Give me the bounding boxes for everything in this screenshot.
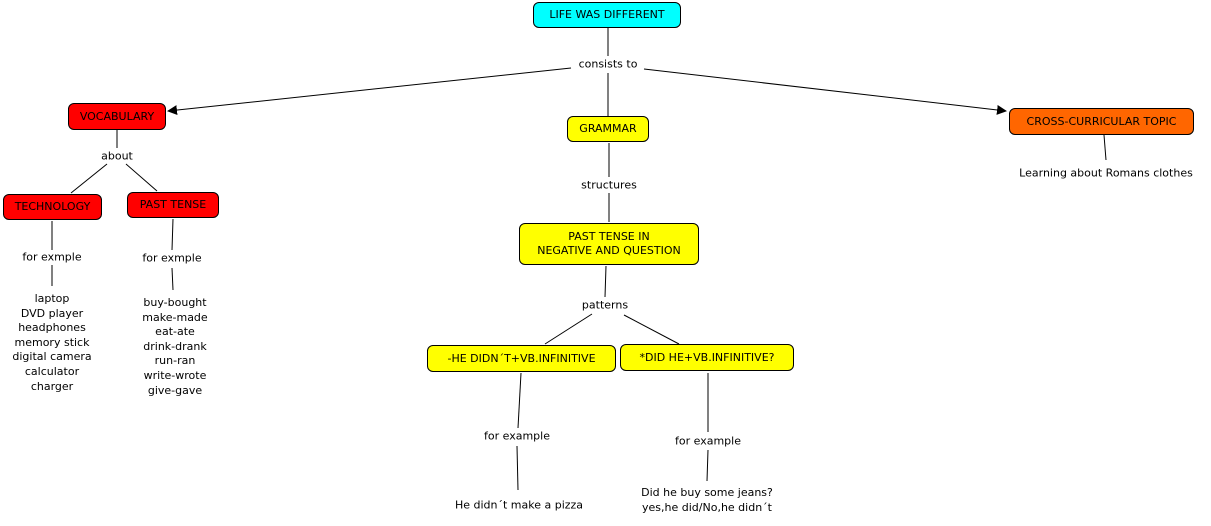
node-label: TECHNOLOGY: [14, 200, 91, 213]
leaf-verb-list: buy-bought make-made eat-ate drink-drank…: [142, 296, 207, 398]
list-item: DVD player: [20, 306, 84, 320]
list-item: Did he buy some jeans?: [641, 486, 773, 499]
list-item: run-ran: [154, 354, 196, 368]
node-label: -HE DIDN´T+VB.INFINITIVE: [447, 351, 596, 365]
node-label: *DID HE+VB.INFINITIVE?: [639, 350, 775, 364]
list-item: buy-bought: [143, 296, 207, 309]
node-label: PAST TENSE: [139, 198, 207, 211]
leaf-technology-items: laptop DVD player headphones memory stic…: [12, 292, 91, 394]
list-item: write-wrote: [143, 368, 207, 382]
list-item: eat-ate: [155, 325, 195, 339]
leaf-question-example: Did he buy some jeans? yes,he did/No,he …: [641, 486, 773, 515]
list-item: memory stick: [14, 335, 90, 349]
link-patterns: patterns: [579, 298, 631, 312]
link-structures: structures: [579, 178, 639, 192]
list-item: drink-drank: [143, 339, 207, 353]
node-grammar[interactable]: GRAMMAR: [567, 116, 649, 142]
list-item: headphones: [18, 321, 86, 335]
node-label-line-1: PAST TENSE IN: [568, 230, 650, 243]
leaf-negative-example: He didn´t make a pizza: [452, 498, 586, 512]
list-item: give-gave: [147, 383, 203, 397]
node-technology[interactable]: TECHNOLOGY: [3, 194, 102, 220]
link-for-example-negative: for example: [482, 429, 552, 443]
arrow-to-cross: [643, 68, 1007, 115]
node-vocabulary[interactable]: VOCABULARY: [68, 103, 166, 130]
node-label: VOCABULARY: [79, 109, 155, 123]
node-label: GRAMMAR: [579, 122, 637, 135]
node-label: LIFE WAS DIFFERENT: [549, 8, 665, 21]
list-item: charger: [30, 379, 74, 393]
list-item: digital camera: [12, 350, 92, 364]
list-item: calculator: [24, 364, 80, 378]
link-for-exmple-technology: for exmple: [20, 250, 84, 264]
node-life-was-different[interactable]: LIFE WAS DIFFERENT: [533, 2, 681, 28]
list-item: yes,he did/No,he didn´t: [642, 500, 772, 514]
node-question-pattern[interactable]: *DID HE+VB.INFINITIVE?: [620, 344, 794, 371]
link-for-exmple-past-tense: for exmple: [140, 251, 204, 265]
link-for-example-question: for example: [673, 434, 743, 448]
leaf-romans-clothes: Learning about Romans clothes: [1017, 166, 1195, 180]
list-item: make-made: [142, 310, 208, 324]
node-negative-pattern[interactable]: -HE DIDN´T+VB.INFINITIVE: [427, 345, 616, 372]
node-label: CROSS-CURRICULAR TOPIC: [1026, 114, 1177, 128]
list-item: laptop: [34, 292, 70, 305]
node-past-tense[interactable]: PAST TENSE: [127, 192, 219, 218]
link-about: about: [99, 149, 135, 163]
node-label-line-2: NEGATIVE AND QUESTION: [537, 244, 681, 257]
arrow-to-vocabulary: [167, 67, 572, 116]
node-cross-curricular-topic[interactable]: CROSS-CURRICULAR TOPIC: [1009, 108, 1194, 135]
link-consists-to: consists to: [576, 57, 640, 71]
